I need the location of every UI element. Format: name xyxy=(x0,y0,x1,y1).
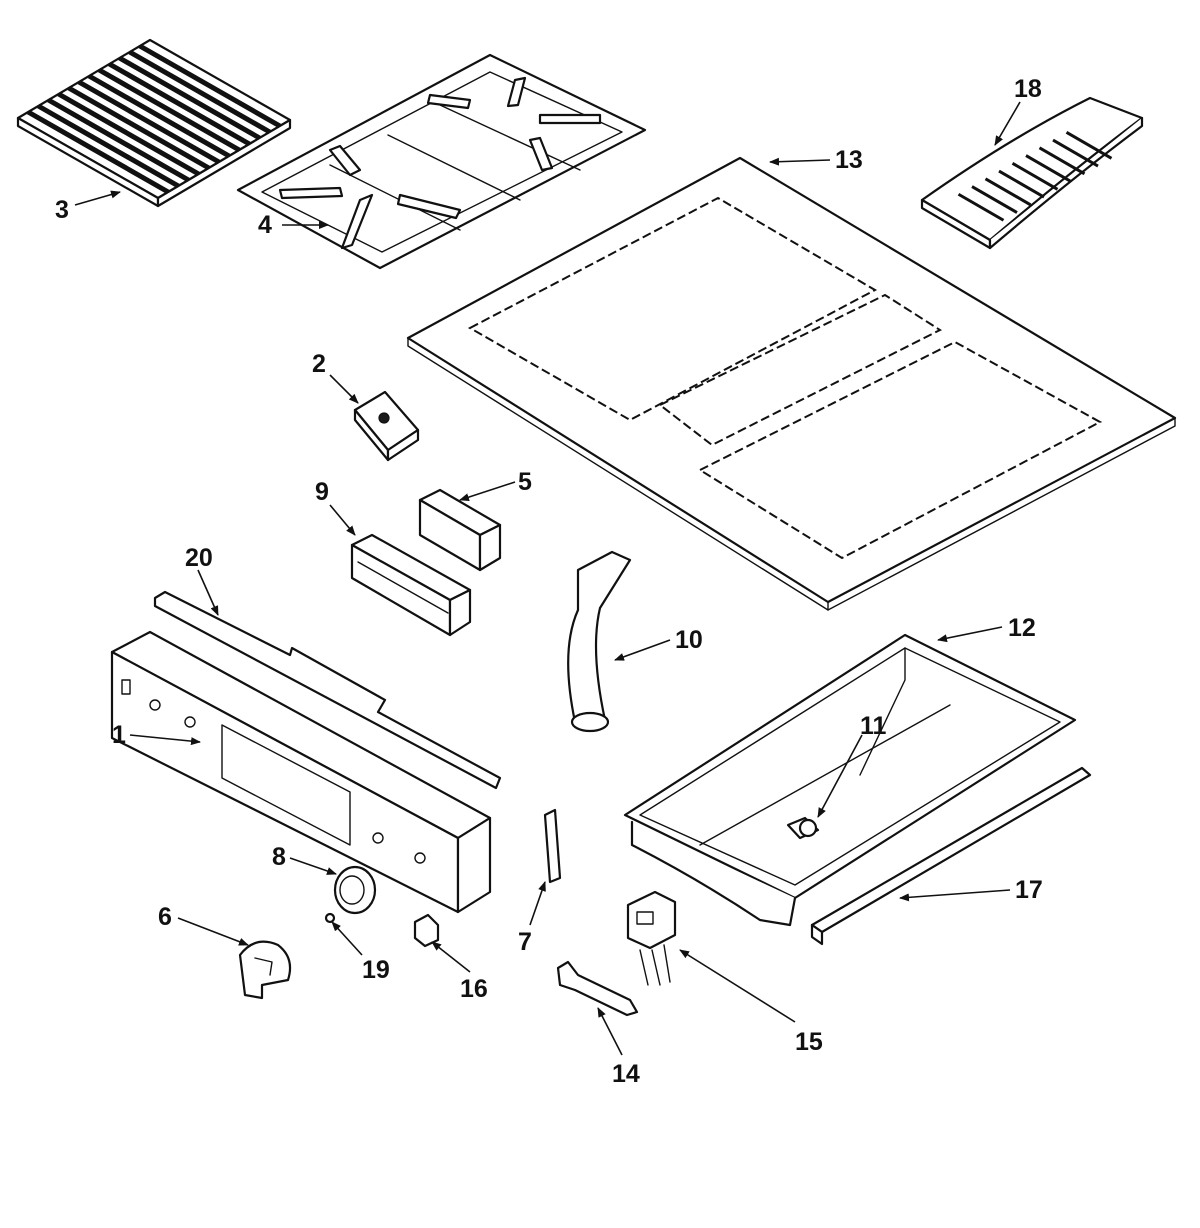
callout-19: 19 xyxy=(362,956,390,984)
callout-6: 6 xyxy=(158,903,172,931)
callout-3: 3 xyxy=(55,196,69,224)
part-13-cooktop-panel xyxy=(406,156,1177,611)
callout-10: 10 xyxy=(675,626,703,654)
part-18-vent-grille xyxy=(920,96,1144,250)
callout-2: 2 xyxy=(312,350,326,378)
part-20-bracket xyxy=(153,590,502,790)
part-2-igniter xyxy=(353,390,420,462)
callout-5: 5 xyxy=(518,468,532,496)
part-14-clip xyxy=(556,960,639,1017)
callout-15: 15 xyxy=(795,1028,823,1056)
part-8-bezel xyxy=(333,865,377,915)
callout-17: 17 xyxy=(1015,876,1043,904)
callout-1: 1 xyxy=(112,721,126,749)
part-4-burner-grate xyxy=(236,53,647,270)
callout-14: 14 xyxy=(612,1060,640,1088)
part-19-screw xyxy=(324,912,336,924)
part-10-duct xyxy=(567,550,632,733)
callout-leaders: 3 4 13 18 2 5 9 20 10 12 11 1 8 6 19 16 … xyxy=(55,75,1043,1088)
callout-13: 13 xyxy=(835,146,863,174)
callout-16: 16 xyxy=(460,975,488,1003)
callout-20: 20 xyxy=(185,544,213,572)
callout-12: 12 xyxy=(1008,614,1036,642)
callout-4: 4 xyxy=(258,211,272,239)
part-15-spark-module xyxy=(626,890,677,986)
part-7-electrode xyxy=(543,808,562,884)
part-1-control-panel xyxy=(110,630,492,914)
callout-11: 11 xyxy=(860,712,887,740)
callout-7: 7 xyxy=(518,928,532,956)
callout-18: 18 xyxy=(1014,75,1042,103)
part-16-switch xyxy=(413,913,440,948)
part-6-knob xyxy=(238,940,292,1000)
part-3-grill-grate xyxy=(16,38,292,208)
part-17-rail xyxy=(810,766,1092,946)
callout-8: 8 xyxy=(272,843,286,871)
part-9-channel-bracket xyxy=(350,533,472,637)
part-12-burner-box xyxy=(623,633,1077,927)
part-5-block xyxy=(418,488,502,572)
callout-9: 9 xyxy=(315,478,329,506)
part-11-orifice xyxy=(786,816,820,840)
